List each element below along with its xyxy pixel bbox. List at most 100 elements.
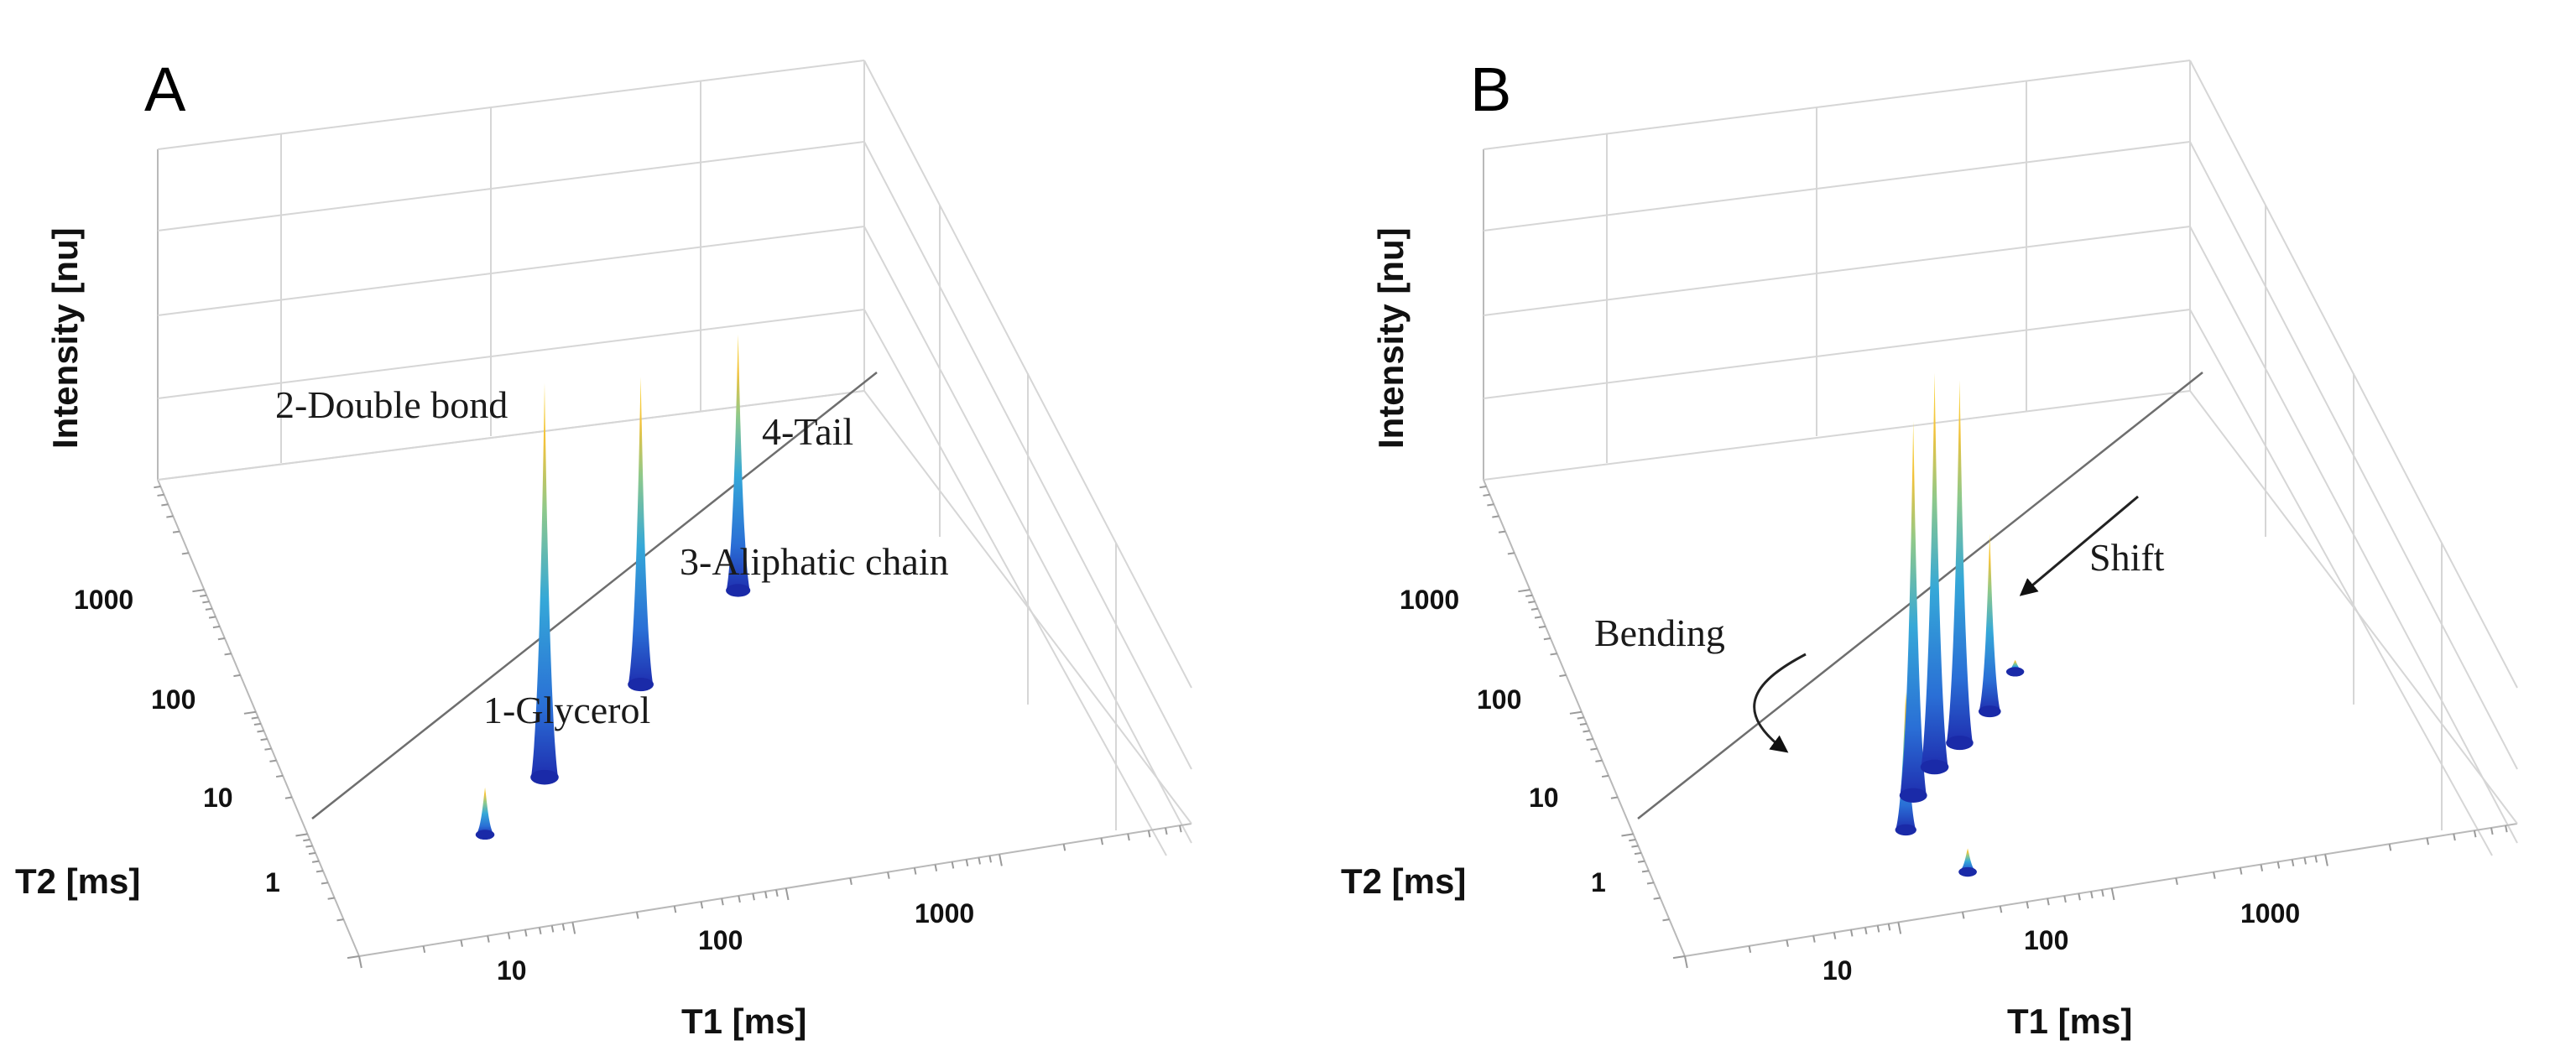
panel-a-t1-tick-20 [849, 877, 853, 885]
panel-b-t2-tick-24 [1534, 616, 1542, 619]
panel-b-t1-tick-13 [2026, 901, 2030, 909]
panel-a-t2-tick-32 [161, 503, 169, 507]
panel-a-x-axis-title: T1 [ms] [681, 1001, 806, 1041]
panel-b: B Int [1341, 55, 2518, 1041]
bending-annotation: Bending [1594, 611, 1725, 654]
panel-b-t2-tick-17 [1579, 722, 1588, 726]
panel-b-t1-tick-26 [2303, 857, 2307, 865]
panel-b-t1-tick-32 [2473, 830, 2477, 838]
panel-a-t2-tick-31 [166, 515, 174, 518]
panel-a-t2-tick-label: 1 [265, 867, 280, 897]
panel-b-t2-tick-18 [1577, 716, 1584, 720]
panel-b-t2-tick-label: 100 [1477, 684, 1521, 715]
panel-a-t2-tick-15 [260, 738, 268, 741]
panel-a-t1-tick-4 [487, 935, 490, 943]
panel-a-t1-ticks [358, 825, 1182, 969]
panel-a-t1-tick-18 [775, 889, 779, 897]
panel-b-t2-tick-label: 10 [1529, 783, 1559, 813]
panel-a-peak-label: 1-Glycerol [483, 689, 650, 731]
panel-a-t2-tick-20 [233, 674, 241, 678]
panel-a-t1-tick-32 [1147, 830, 1151, 838]
panel-a-t1-tick-27 [988, 856, 993, 863]
shift-annotation: Shift [2089, 536, 2165, 579]
panel-b-peak-base-1 [1895, 824, 1916, 836]
panel-a-t1-tick-24 [951, 861, 955, 869]
panel-a-t1-tick-6 [524, 929, 528, 937]
panel-a-peak-base-2 [530, 769, 559, 785]
panel-a-peak-label: 4-Tail [762, 410, 853, 453]
panel-b-t1-tick-27 [2314, 856, 2318, 863]
panel-a-t2-tick-21 [224, 653, 232, 656]
panel-b-t2-tick-label: 1 [1591, 867, 1606, 897]
panel-b-letter: B [1470, 55, 1511, 124]
panel-a-t1-tick-2 [422, 945, 426, 954]
panel-b-t2-tick-15 [1586, 738, 1593, 741]
panel-b-y-axis-title: T2 [ms] [1341, 861, 1466, 901]
panel-b-peak-base-3 [1920, 759, 1949, 775]
panel-a-t1-tick-9 [561, 923, 566, 931]
panel-a-t2-tick-label: 100 [151, 684, 196, 715]
panel-b-t2-tick-26 [1528, 601, 1536, 604]
panel-b-t2-tick-1 [1672, 955, 1686, 960]
panel-b-t1-tick-4 [1812, 935, 1816, 943]
panel-b-peak-2 [1900, 420, 1927, 796]
panel-a-t2-tick-8 [305, 845, 313, 848]
panel-b-t2-tick-7 [1634, 851, 1642, 856]
panel-a-t2-tick-6 [311, 860, 320, 863]
panel-b-t1-tick-5 [1833, 932, 1837, 939]
panel-b-t1-tick-19 [2110, 887, 2115, 901]
panel-a-t2-tick-label: 1000 [74, 585, 133, 615]
panel-a-t2-tick-19 [243, 710, 257, 715]
panel-b-t1-tick-33 [2490, 827, 2494, 835]
panel-a-peak-1 [476, 787, 494, 835]
panel-a-t2-tick-3 [327, 897, 335, 900]
panel-a-t1-tick-label: 1000 [915, 898, 974, 929]
panel-a-t2-ticks [154, 486, 360, 960]
panel-a-t1-tick-8 [550, 925, 555, 933]
panel-a-t2-tick-7 [308, 851, 316, 856]
panel-a-t2-tick-11 [284, 796, 293, 799]
panel-b-t1-tick-14 [2047, 897, 2050, 906]
panel-a-t2-tick-4 [321, 882, 329, 885]
panel-a-y-axis-title: T2 [ms] [15, 861, 140, 901]
panel-a-t1-tick-3 [460, 939, 463, 947]
panel-a-peak-3 [628, 377, 654, 685]
panel-a-t2-tick-22 [217, 637, 226, 641]
panel-b-t1-tick-label: 10 [1822, 955, 1853, 986]
panel-b-peak-3 [1921, 372, 1948, 767]
panel-a: A [15, 55, 1192, 1041]
panel-b-t1-tick-3 [1786, 939, 1789, 947]
panel-a-t2-tick-33 [157, 493, 164, 497]
panel-b-t1-tick-6 [1849, 929, 1854, 937]
panel-a-t1-tick-label: 10 [497, 955, 527, 986]
panel-b-peak-6 [1958, 848, 1977, 872]
panel-b-peak-base-7 [2005, 667, 2025, 677]
panel-b-peak-base-2 [1899, 788, 1927, 803]
panel-b-peak-5 [1979, 533, 2000, 712]
panel-a-t1-tick-16 [752, 893, 755, 901]
panel-b-t2-tick-label: 1000 [1400, 585, 1459, 615]
panel-a-peak-base-4 [726, 584, 751, 597]
panel-a-t1-tick-25 [965, 859, 969, 866]
panel-a-peak-2 [530, 382, 558, 778]
panel-b-t2-tick-13 [1595, 759, 1603, 762]
panel-b-t2-tick-28 [1518, 589, 1530, 593]
panel-a-t1-tick-33 [1165, 827, 1168, 835]
panel-b-t2-tick-31 [1492, 515, 1499, 518]
panel-a-t2-tick-12 [275, 774, 284, 778]
panel-a-diagonal-line [311, 372, 878, 819]
panel-b-t2-tick-34 [1479, 486, 1487, 489]
panel-b-t1-tick-30 [2426, 837, 2430, 845]
panel-b-t2-tick-19 [1569, 710, 1583, 715]
panel-a-letter: A [144, 55, 186, 124]
panel-b-t2-tick-8 [1631, 845, 1639, 848]
panel-b-peak-base-5 [1978, 705, 2001, 718]
panel-b-t2-tick-14 [1590, 747, 1598, 751]
panel-a-z-axis-title: Intensity [nu] [45, 227, 85, 449]
panel-a-peaks [475, 334, 751, 840]
panel-b-t2-tick-32 [1487, 503, 1494, 507]
panel-a-t2-tick-29 [181, 552, 190, 555]
panel-b-t1-tick-2 [1748, 945, 1752, 954]
panel-a-t2-tick-2 [336, 918, 344, 922]
